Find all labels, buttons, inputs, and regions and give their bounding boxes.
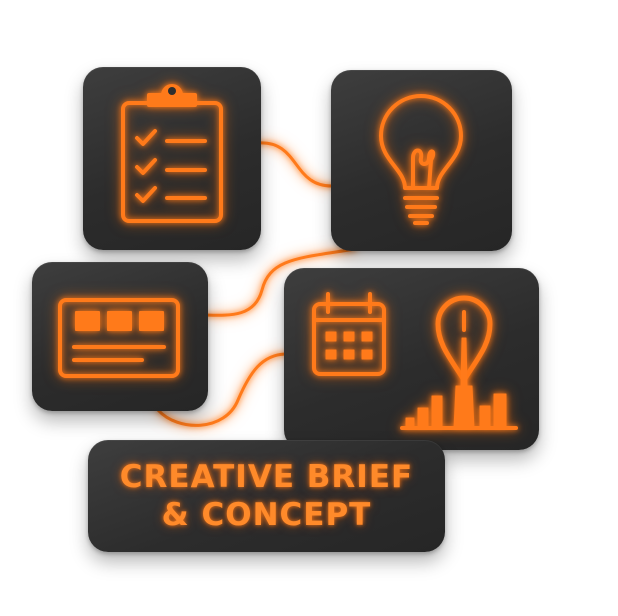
title-line-2: & CONCEPT bbox=[161, 497, 372, 533]
clipboard-tile bbox=[83, 67, 261, 250]
connector-bulb-layout bbox=[204, 247, 357, 317]
lightbulb-tile bbox=[331, 70, 512, 251]
title-card: CREATIVE BRIEF & CONCEPT bbox=[88, 440, 445, 552]
layout-tile bbox=[32, 262, 208, 411]
connector-layout-schedule bbox=[156, 352, 287, 427]
clipboard-checklist-icon bbox=[121, 84, 223, 223]
schedule-location-tile bbox=[284, 268, 539, 450]
calendar-icon bbox=[312, 292, 386, 376]
city-skyline-icon bbox=[400, 337, 518, 430]
lightbulb-icon bbox=[379, 94, 463, 225]
connector-clipboard-bulb bbox=[256, 141, 336, 188]
title-line-1: CREATIVE BRIEF bbox=[119, 459, 414, 495]
map-pin-icon bbox=[435, 295, 493, 383]
layout-wireframe-icon bbox=[58, 298, 180, 378]
